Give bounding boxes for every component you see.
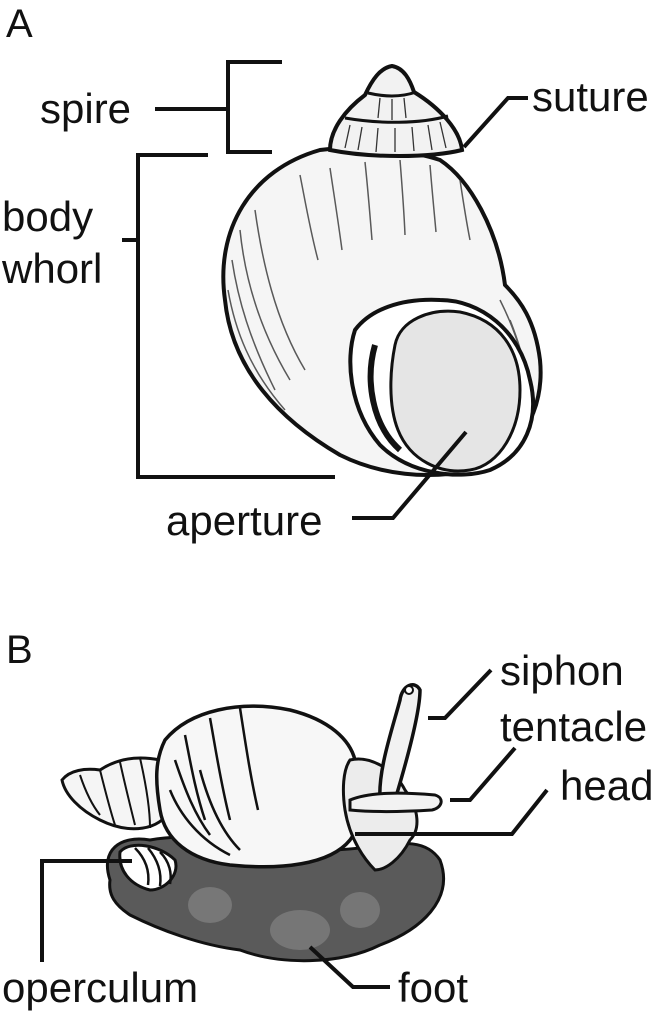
panel-letter-b: B	[6, 628, 33, 672]
label-tentacle: tentacle	[500, 703, 648, 750]
label-aperture: aperture	[166, 497, 323, 544]
panel-a-leader-lines	[122, 60, 528, 520]
label-foot: foot	[398, 964, 469, 1011]
shell-illustration	[221, 63, 543, 477]
label-suture: suture	[532, 73, 649, 120]
label-operculum: operculum	[2, 964, 199, 1011]
label-head: head	[560, 762, 654, 809]
label-body-whorl-line2: whorl	[2, 245, 103, 292]
snail-illustration	[60, 683, 446, 963]
panel-letter-a: A	[6, 2, 33, 46]
label-spire: spire	[40, 85, 132, 132]
label-siphon: siphon	[500, 647, 624, 694]
panel-b-leader-lines	[40, 668, 549, 989]
label-body-whorl-line1: body	[2, 193, 94, 240]
